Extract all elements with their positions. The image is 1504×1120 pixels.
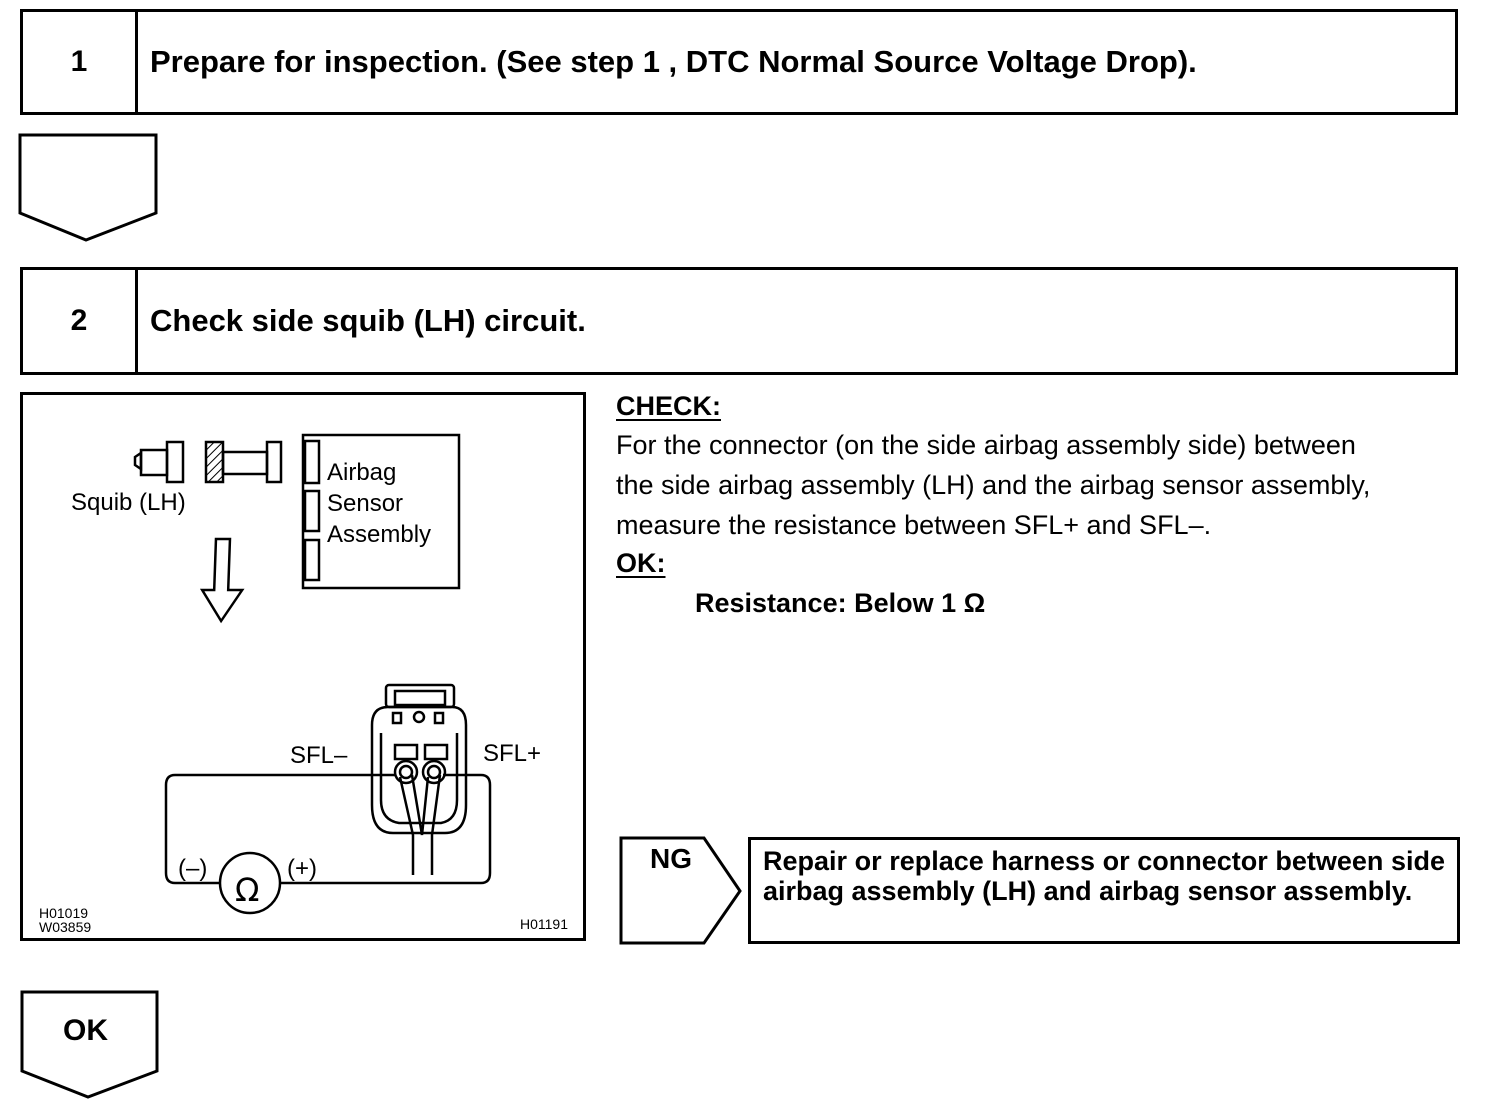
meter-minus-label: (–) (178, 855, 208, 882)
step-2-number: 2 (23, 270, 138, 372)
ng-action-text: Repair or replace harness or connector b… (748, 837, 1460, 944)
step-1-number: 1 (23, 12, 138, 112)
connector-face-icon (370, 683, 468, 875)
ok-heading: OK: (616, 548, 666, 578)
check-line-2: the side airbag assembly (LH) and the ai… (616, 470, 1371, 500)
step-2-title: Check side squib (LH) circuit. (150, 303, 586, 338)
sensor-label-line-1: Airbag (327, 459, 397, 486)
ohmmeter-circuit (164, 773, 492, 915)
airbag-sensor-icon (301, 433, 461, 590)
circuit-figure: Squib (LH) Airbag Sensor Assembly SFL– S… (20, 392, 586, 941)
sensor-label-line-2: Sensor (327, 490, 404, 517)
ok-spec: Resistance: Below 1 Ω (695, 588, 986, 618)
figure-code-left-2: W03859 (39, 919, 92, 935)
check-line-1: For the connector (on the side airbag as… (616, 430, 1356, 460)
squib-label: Squib (LH) (71, 489, 186, 516)
circuit-illustration (133, 433, 492, 915)
step-2-box: 2 Check side squib (LH) circuit. (20, 267, 1458, 375)
step-1-box: 1 Prepare for inspection. (See step 1 , … (20, 9, 1458, 115)
figure-code-left-1: H01019 (39, 905, 89, 921)
continue-arrow-shape (18, 133, 158, 242)
figure-code-right: H01191 (520, 916, 569, 932)
check-heading: CHECK: (616, 391, 721, 421)
sfl-plus-label: SFL+ (483, 740, 542, 767)
ohm-icon: Ω (235, 871, 260, 909)
sensor-label-line-3: Assembly (327, 521, 432, 548)
sfl-minus-label: SFL– (290, 742, 348, 769)
ng-label: NG (650, 843, 692, 874)
squib-connector-icon (133, 440, 283, 484)
ok-arrow-shape (20, 990, 159, 1099)
down-arrow-icon (199, 537, 245, 624)
ok-arrow-label: OK (63, 1014, 108, 1047)
meter-plus-label: (+) (287, 855, 317, 882)
step-1-title: Prepare for inspection. (See step 1 , DT… (150, 44, 1197, 79)
check-line-3: measure the resistance between SFL+ and … (616, 510, 1212, 540)
ng-arrow-shape (619, 836, 742, 945)
